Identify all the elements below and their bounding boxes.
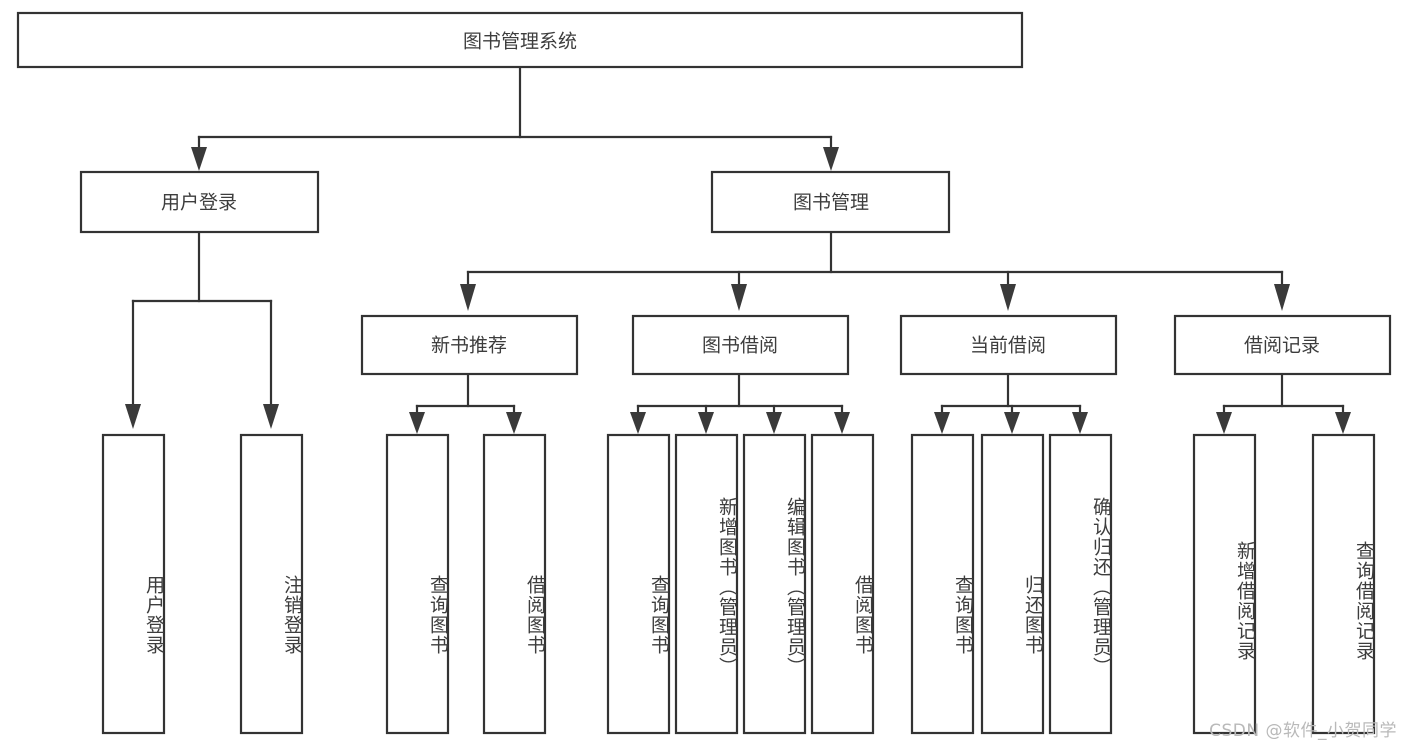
- arrow-head-book-borrow: [731, 284, 747, 311]
- node-borrow-record-label: 借阅记录: [1244, 335, 1320, 357]
- node-new-book-recommend-label: 新书推荐: [431, 335, 507, 357]
- node-leaf-current-query-label: 查询图书: [952, 575, 974, 655]
- node-leaf-borrow-edit-label: 编辑图书（管理员）: [784, 497, 806, 677]
- node-leaf-current-return-label: 归还图书: [1022, 575, 1044, 655]
- arrow-head-leaf-current-query: [934, 412, 950, 434]
- node-leaf-current-return[interactable]: [980, 433, 1045, 735]
- node-leaf-borrow-add[interactable]: [674, 433, 739, 735]
- node-leaf-recommend-borrow[interactable]: [482, 433, 547, 735]
- node-leaf-borrow-add-label: 新增图书（管理员）: [716, 497, 738, 677]
- node-leaf-recommend-query[interactable]: [385, 433, 450, 735]
- node-leaf-record-add[interactable]: [1192, 433, 1257, 735]
- arrow-head-leaf-current-return: [1004, 412, 1020, 434]
- node-leaf-user-login[interactable]: [101, 433, 166, 735]
- node-book-manage[interactable]: [710, 170, 951, 234]
- arrow-head-user-login: [191, 147, 207, 171]
- arrow-head-leaf-record-query: [1335, 412, 1351, 434]
- arrow-head-new-book-recommend: [460, 284, 476, 311]
- node-leaf-user-login-label: 用户登录: [143, 575, 165, 655]
- node-leaf-borrow-lend[interactable]: [810, 433, 875, 735]
- arrow-head-leaf-borrow-lend: [834, 412, 850, 434]
- edge-layer: [125, 65, 1351, 434]
- node-leaf-record-query-label: 查询借阅记录: [1353, 541, 1375, 661]
- horizontal-label-layer: 图书管理系统 用户登录 图书管理 新书推荐 图书借阅 当前借阅 借阅记录: [161, 31, 1320, 357]
- node-leaf-current-confirm-label: 确认归还（管理员）: [1090, 497, 1112, 677]
- arrow-head-leaf-borrow-add: [698, 412, 714, 434]
- node-leaf-user-logout-label: 注销登录: [281, 575, 303, 655]
- node-current-borrow[interactable]: [899, 314, 1118, 376]
- node-leaf-borrow-query[interactable]: [606, 433, 671, 735]
- node-user-login-label: 用户登录: [161, 192, 237, 214]
- node-current-borrow-label: 当前借阅: [970, 335, 1046, 357]
- arrow-head-leaf-record-add: [1216, 412, 1232, 434]
- node-leaf-record-add-label: 新增借阅记录: [1234, 541, 1256, 661]
- node-box-layer: [16, 11, 1392, 735]
- arrow-head-current-borrow: [1000, 284, 1016, 311]
- arrow-head-book-manage: [823, 147, 839, 171]
- node-leaf-borrow-query-label: 查询图书: [648, 575, 670, 655]
- node-leaf-recommend-query-label: 查询图书: [427, 575, 449, 655]
- arrow-head-leaf-recommend-borrow: [506, 412, 522, 434]
- node-leaf-record-query[interactable]: [1311, 433, 1376, 735]
- node-root-label: 图书管理系统: [463, 31, 577, 53]
- node-leaf-recommend-borrow-label: 借阅图书: [524, 575, 546, 655]
- arrow-head-leaf-recommend-query: [409, 412, 425, 434]
- arrow-head-leaf-borrow-query: [630, 412, 646, 434]
- node-book-borrow[interactable]: [631, 314, 850, 376]
- node-book-borrow-label: 图书借阅: [702, 335, 778, 357]
- arrow-head-leaf-user-login: [125, 404, 141, 429]
- node-new-book-recommend[interactable]: [360, 314, 579, 376]
- node-leaf-user-logout[interactable]: [239, 433, 304, 735]
- arrow-head-borrow-record: [1274, 284, 1290, 311]
- arrow-head-leaf-borrow-edit: [766, 412, 782, 434]
- node-leaf-borrow-edit[interactable]: [742, 433, 807, 735]
- arrow-head-leaf-current-confirm: [1072, 412, 1088, 434]
- csdn-watermark: CSDN @软件_小贺同学: [1209, 721, 1397, 741]
- node-borrow-record[interactable]: [1173, 314, 1392, 376]
- node-leaf-current-confirm[interactable]: [1048, 433, 1113, 735]
- node-user-login[interactable]: [79, 170, 320, 234]
- arrow-head-leaf-user-logout: [263, 404, 279, 429]
- node-leaf-current-query[interactable]: [910, 433, 975, 735]
- node-root[interactable]: [16, 11, 1024, 69]
- node-leaf-borrow-lend-label: 借阅图书: [852, 575, 874, 655]
- node-book-manage-label: 图书管理: [793, 192, 869, 214]
